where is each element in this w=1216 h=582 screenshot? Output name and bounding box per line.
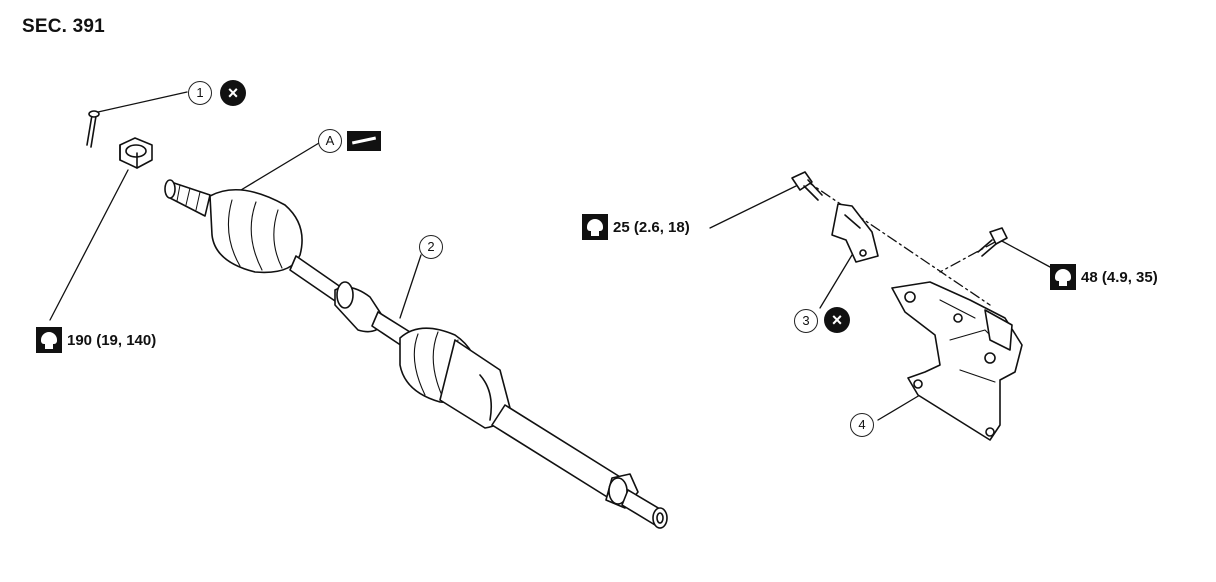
x-circle-icon: × [824, 307, 850, 333]
torque-spec-support-bolt: 48 (4.9, 35) [1050, 264, 1158, 290]
torque-value: 25 (2.6, 18) [613, 218, 690, 236]
callout-4: 4 [850, 413, 874, 437]
torque-wrench-icon [582, 214, 608, 240]
torque-value: 48 (4.9, 35) [1081, 268, 1158, 286]
leader-lines [49, 91, 1051, 421]
wheel-hub-nut [119, 137, 153, 169]
torque-wrench-icon [36, 327, 62, 353]
x-circle-icon: × [220, 80, 246, 106]
cotter-pin [86, 110, 100, 148]
drive-shaft-assembly [164, 179, 668, 529]
callout-2: 2 [419, 235, 443, 259]
bracket-bolt [791, 171, 823, 201]
torque-value: 190 (19, 140) [67, 331, 157, 349]
grease-icon [347, 131, 381, 151]
callout-1: 1 [188, 81, 212, 105]
support-bolt [977, 227, 1008, 257]
torque-spec-hub-nut: 190 (19, 140) [36, 327, 156, 353]
section-label: SEC. 391 [22, 16, 105, 37]
support-bearing-bracket [831, 203, 879, 263]
callout-3: 3 [794, 309, 818, 333]
callout-a: A [318, 129, 342, 153]
torque-wrench-icon [1050, 264, 1076, 290]
support-bearing [891, 281, 1023, 441]
torque-spec-bracket-bolt: 25 (2.6, 18) [582, 214, 690, 240]
